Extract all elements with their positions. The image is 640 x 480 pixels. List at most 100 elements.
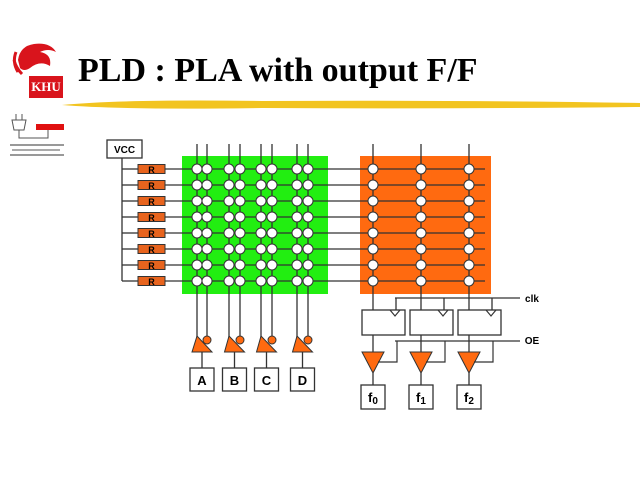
and-fuse bbox=[266, 275, 278, 287]
or-fuse bbox=[367, 211, 379, 223]
inverter-bubble-icon bbox=[267, 335, 277, 345]
vcc-label: VCC bbox=[114, 145, 135, 156]
and-fuse bbox=[223, 275, 235, 287]
or-fuse bbox=[463, 163, 475, 175]
and-fuse bbox=[291, 179, 303, 191]
and-fuse bbox=[302, 227, 314, 239]
or-fuse bbox=[367, 275, 379, 287]
or-fuse bbox=[415, 259, 427, 271]
and-fuse bbox=[201, 163, 213, 175]
or-fuse bbox=[367, 195, 379, 207]
output-box bbox=[408, 384, 434, 410]
and-fuse bbox=[266, 195, 278, 207]
output-label-f2: f2 bbox=[464, 390, 474, 407]
and-fuse bbox=[234, 179, 246, 191]
and-fuse bbox=[266, 243, 278, 255]
and-fuse bbox=[191, 195, 203, 207]
and-fuse bbox=[302, 243, 314, 255]
or-fuse bbox=[367, 179, 379, 191]
and-fuse bbox=[234, 195, 246, 207]
and-fuse bbox=[234, 259, 246, 271]
and-fuse bbox=[255, 163, 267, 175]
and-fuse bbox=[255, 195, 267, 207]
input-label-a: A bbox=[197, 373, 207, 388]
output-box bbox=[360, 384, 386, 410]
or-fuse bbox=[463, 179, 475, 191]
output-label-f0: f0 bbox=[368, 390, 378, 407]
or-fuse bbox=[463, 195, 475, 207]
or-fuse bbox=[463, 275, 475, 287]
input-label-b: B bbox=[230, 373, 239, 388]
and-fuse bbox=[291, 275, 303, 287]
output-label-subscript: 0 bbox=[372, 396, 378, 407]
resistor-label: R bbox=[148, 229, 155, 239]
output-label-base: f bbox=[416, 390, 421, 405]
and-fuse bbox=[234, 163, 246, 175]
output-label-f1: f1 bbox=[416, 390, 426, 407]
or-fuse bbox=[415, 227, 427, 239]
oe-tap bbox=[474, 341, 494, 363]
oe-label: OE bbox=[525, 336, 540, 347]
and-fuse bbox=[223, 243, 235, 255]
or-fuse bbox=[367, 243, 379, 255]
and-fuse bbox=[201, 259, 213, 271]
and-array bbox=[182, 156, 328, 294]
or-fuse bbox=[463, 243, 475, 255]
resistor-label: R bbox=[148, 213, 155, 223]
resistor-label: R bbox=[148, 277, 155, 287]
and-fuse bbox=[191, 179, 203, 191]
and-fuse bbox=[291, 211, 303, 223]
and-fuse bbox=[302, 163, 314, 175]
clock-input-icon bbox=[389, 309, 401, 317]
and-fuse bbox=[191, 275, 203, 287]
and-fuse bbox=[255, 259, 267, 271]
or-fuse bbox=[415, 179, 427, 191]
and-fuse bbox=[255, 227, 267, 239]
clock-input-icon bbox=[437, 309, 449, 317]
resistor-label: R bbox=[148, 181, 155, 191]
resistor-label: R bbox=[148, 261, 155, 271]
output-box bbox=[456, 384, 482, 410]
inverter-bubble-icon bbox=[303, 335, 313, 345]
or-fuse bbox=[367, 227, 379, 239]
input-box bbox=[221, 367, 248, 392]
and-fuse bbox=[255, 211, 267, 223]
resistor-label: R bbox=[148, 197, 155, 207]
clock-input-icon bbox=[485, 309, 497, 317]
oe-tap bbox=[426, 341, 446, 363]
and-fuse bbox=[201, 275, 213, 287]
and-fuse bbox=[291, 243, 303, 255]
or-fuse bbox=[415, 195, 427, 207]
inverter-bubble-icon bbox=[235, 335, 245, 345]
and-fuse bbox=[291, 259, 303, 271]
or-fuse bbox=[415, 211, 427, 223]
output-label-subscript: 1 bbox=[420, 396, 426, 407]
course-emblem-icon bbox=[10, 114, 64, 156]
output-label-base: f bbox=[464, 390, 469, 405]
or-fuse bbox=[463, 211, 475, 223]
and-fuse bbox=[255, 243, 267, 255]
oe-tap bbox=[378, 341, 398, 363]
flip-flop bbox=[361, 309, 406, 336]
input-box bbox=[289, 367, 316, 392]
or-fuse bbox=[463, 227, 475, 239]
and-fuse bbox=[266, 179, 278, 191]
and-fuse bbox=[291, 163, 303, 175]
and-fuse bbox=[266, 227, 278, 239]
flip-flop bbox=[409, 309, 454, 336]
and-fuse bbox=[234, 227, 246, 239]
or-fuse bbox=[415, 243, 427, 255]
and-fuse bbox=[201, 179, 213, 191]
and-fuse bbox=[291, 195, 303, 207]
and-fuse bbox=[302, 275, 314, 287]
and-fuse bbox=[191, 243, 203, 255]
title-underline-stroke bbox=[62, 100, 640, 109]
and-fuse bbox=[191, 211, 203, 223]
vcc-box bbox=[106, 139, 143, 159]
and-fuse bbox=[223, 195, 235, 207]
and-fuse bbox=[223, 211, 235, 223]
resistor-label: R bbox=[148, 165, 155, 175]
and-fuse bbox=[201, 195, 213, 207]
or-fuse bbox=[367, 259, 379, 271]
and-fuse bbox=[223, 179, 235, 191]
